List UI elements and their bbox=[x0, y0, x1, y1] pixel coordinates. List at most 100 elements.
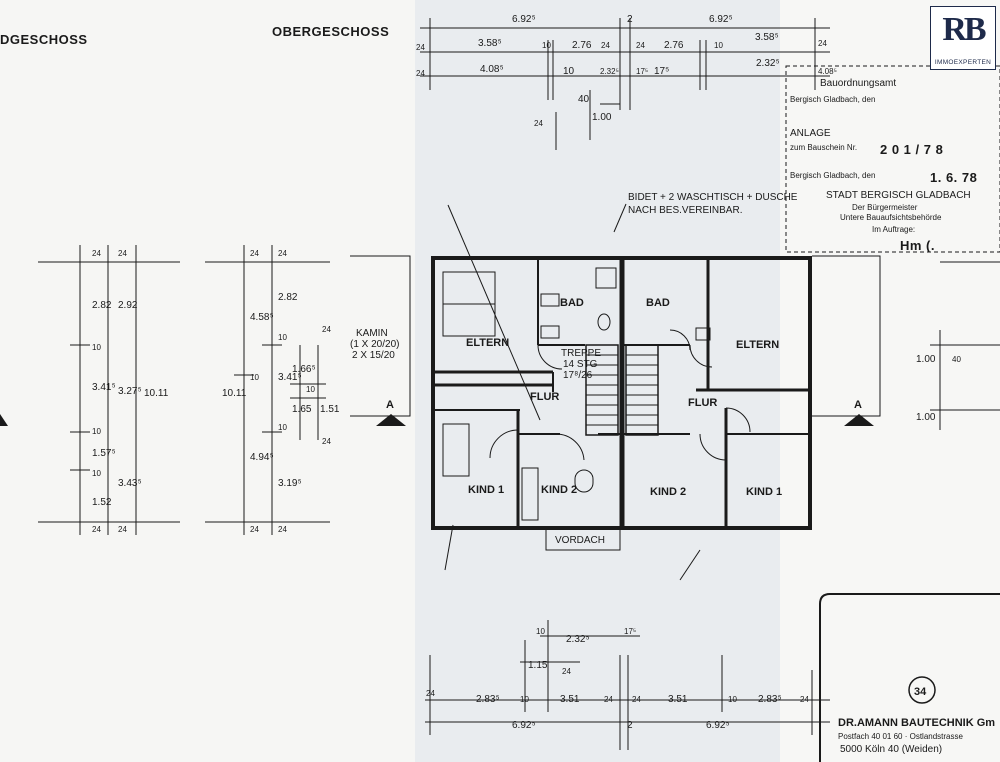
paper-sheet-right bbox=[780, 0, 1000, 762]
bdim-row-j: 24 bbox=[800, 695, 809, 704]
dim-r2-h: 10 bbox=[714, 41, 723, 50]
rb-immoexperten-logo: RB IMMOEXPERTEN bbox=[930, 6, 996, 70]
ldim1-b: 2.82 bbox=[92, 300, 112, 311]
stamp-zum-bau: zum Bauschein Nr. bbox=[790, 143, 857, 152]
dim-r2-f: 24 bbox=[636, 41, 645, 50]
bdim-row-c: 10 bbox=[520, 695, 529, 704]
ldim1-a: 24 bbox=[92, 249, 101, 258]
mdim2-g: 24 bbox=[278, 525, 287, 534]
bdim-row-a: 24 bbox=[426, 689, 435, 698]
kamin-line-3: 2 X 15/20 bbox=[352, 350, 395, 361]
room-treppe-ratio: 17⁸/26 bbox=[563, 370, 593, 381]
mid-vertical-dimensions bbox=[205, 245, 330, 535]
mdim2-c: 10 bbox=[278, 333, 287, 342]
stair-treads bbox=[586, 354, 658, 426]
bdim-up-c: 17⁵ bbox=[624, 627, 636, 636]
dim-top-left-total: 6.92⁵ bbox=[512, 14, 536, 25]
heading-obergeschoss: OBERGESCHOSS bbox=[272, 24, 389, 39]
bottom-dimension-chains bbox=[425, 620, 830, 750]
bdim-row-g: 3.51 bbox=[668, 694, 688, 705]
dim-top-right-total: 6.92⁵ bbox=[709, 14, 733, 25]
bdim-row-f: 24 bbox=[632, 695, 641, 704]
mdim2-f: 3.19⁵ bbox=[278, 478, 302, 489]
ldim1-f: 1.57⁵ bbox=[92, 448, 116, 459]
room-kind1-right: KIND 1 bbox=[746, 486, 782, 498]
stamp-behoerde: Untere Bauaufsichtsbehörde bbox=[840, 213, 942, 222]
room-eltern-left: ELTERN bbox=[466, 337, 509, 349]
room-bad-left: BAD bbox=[560, 297, 584, 309]
company-city: 5000 Köln 40 (Weiden) bbox=[840, 744, 942, 755]
section-marker-left-label: A bbox=[386, 399, 394, 411]
mdim-detail-c: 10 bbox=[306, 385, 315, 394]
company-postfach: Postfach 40 01 60 · Ostlandstrasse bbox=[838, 732, 964, 741]
rdim-b: 40 bbox=[952, 355, 961, 364]
dim-r2-i: 3.58⁵ bbox=[755, 32, 779, 43]
dim-stair-40: 40 bbox=[578, 94, 590, 105]
mdim1-b: 4.58⁵ bbox=[250, 312, 274, 323]
ldim1-c: 10 bbox=[92, 343, 101, 352]
dim-r2-a: 24 bbox=[416, 43, 425, 52]
paper-sheet-left bbox=[0, 0, 420, 762]
vordach-outline bbox=[545, 527, 621, 551]
dim-r2-g: 2.76 bbox=[664, 40, 684, 51]
stamp-der: Der Bürgermeister bbox=[852, 203, 918, 212]
approval-stamp-frame bbox=[785, 65, 1000, 253]
ldim1-d: 3.41⁵ bbox=[92, 382, 116, 393]
room-flur-left: FLUR bbox=[530, 391, 559, 403]
bdim-mid-b: 24 bbox=[562, 667, 571, 676]
dim-r3-d: 2.32⁵ bbox=[600, 67, 619, 76]
section-marker-right-label: A bbox=[854, 399, 862, 411]
dim-r3-a: 24 bbox=[416, 69, 425, 78]
rdim-a: 1.00 bbox=[916, 354, 936, 365]
section-marker-left-icon bbox=[376, 414, 406, 426]
top-dimension-chains bbox=[420, 18, 830, 150]
paper-sheet-middle bbox=[415, 0, 785, 762]
stamp-bergisch: Bergisch Gladbach, den bbox=[790, 95, 875, 104]
heading-erdgeschoss-fragment: DGESCHOSS bbox=[0, 32, 88, 47]
bdim-mid-a: 1.15 bbox=[528, 660, 548, 671]
bdim-total-mid: 2 bbox=[627, 720, 633, 731]
bdim-row-e: 24 bbox=[604, 695, 613, 704]
annotation-line-1: BIDET + 2 WASCHTISCH + DUSCHE bbox=[628, 192, 798, 203]
dim-r2-e: 24 bbox=[601, 41, 610, 50]
title-block-frame bbox=[819, 593, 1000, 762]
logo-subtitle: IMMOEXPERTEN bbox=[934, 59, 992, 66]
mdim1-a: 24 bbox=[250, 249, 259, 258]
kamin-line-2: (1 X 20/20) bbox=[350, 339, 399, 350]
sheet-number-circle bbox=[908, 676, 936, 704]
stamp-im-auftrage: Im Auftrage: bbox=[872, 225, 915, 234]
mdim2-d: 3.41⁵ bbox=[278, 372, 302, 383]
annotation-leader bbox=[613, 203, 627, 233]
room-treppe: TREPPE bbox=[561, 348, 601, 359]
room-kind1-left: KIND 1 bbox=[468, 484, 504, 496]
stamp-signature: Hm (. bbox=[900, 238, 935, 253]
room-kind2-left: KIND 2 bbox=[541, 484, 577, 496]
bdim-row-b: 2.83⁵ bbox=[476, 694, 500, 705]
bdim-total-left: 6.92⁵ bbox=[512, 720, 536, 731]
outline-right bbox=[812, 255, 881, 417]
stamp-stadt: STADT BERGISCH GLADBACH bbox=[826, 190, 971, 201]
left-vertical-dimensions bbox=[38, 245, 180, 535]
mdim-detail-d: 1.65 bbox=[292, 404, 312, 415]
dim-r2-b: 3.58⁵ bbox=[478, 38, 502, 49]
bdim-row-h: 10 bbox=[728, 695, 737, 704]
dim-r3-g: 2.32⁵ bbox=[756, 58, 780, 69]
dim-r3-h: 4.08⁵ bbox=[818, 67, 837, 76]
mdim2-a: 24 bbox=[278, 249, 287, 258]
room-bad-right: BAD bbox=[646, 297, 670, 309]
dim-r3-f: 17⁵ bbox=[654, 66, 669, 77]
bdim-up-b: 2.32⁵ bbox=[566, 634, 590, 645]
dim-r2-j: 24 bbox=[818, 39, 827, 48]
bdim-row-d: 3.51 bbox=[560, 694, 580, 705]
mdim2-b: 2.82 bbox=[278, 292, 298, 303]
stamp-date: 1. 6. 78 bbox=[930, 170, 977, 185]
room-treppe-stg: 14 STG bbox=[563, 359, 598, 370]
room-kind2-right: KIND 2 bbox=[650, 486, 686, 498]
annotation-line-2: NACH BES.VEREINBAR. bbox=[628, 205, 742, 216]
mdim1-c: 10 bbox=[250, 373, 259, 382]
section-lines bbox=[444, 204, 701, 581]
ldim2-b: 2.92 bbox=[118, 300, 138, 311]
stamp-number: 2 0 1 / 7 8 bbox=[880, 142, 943, 157]
